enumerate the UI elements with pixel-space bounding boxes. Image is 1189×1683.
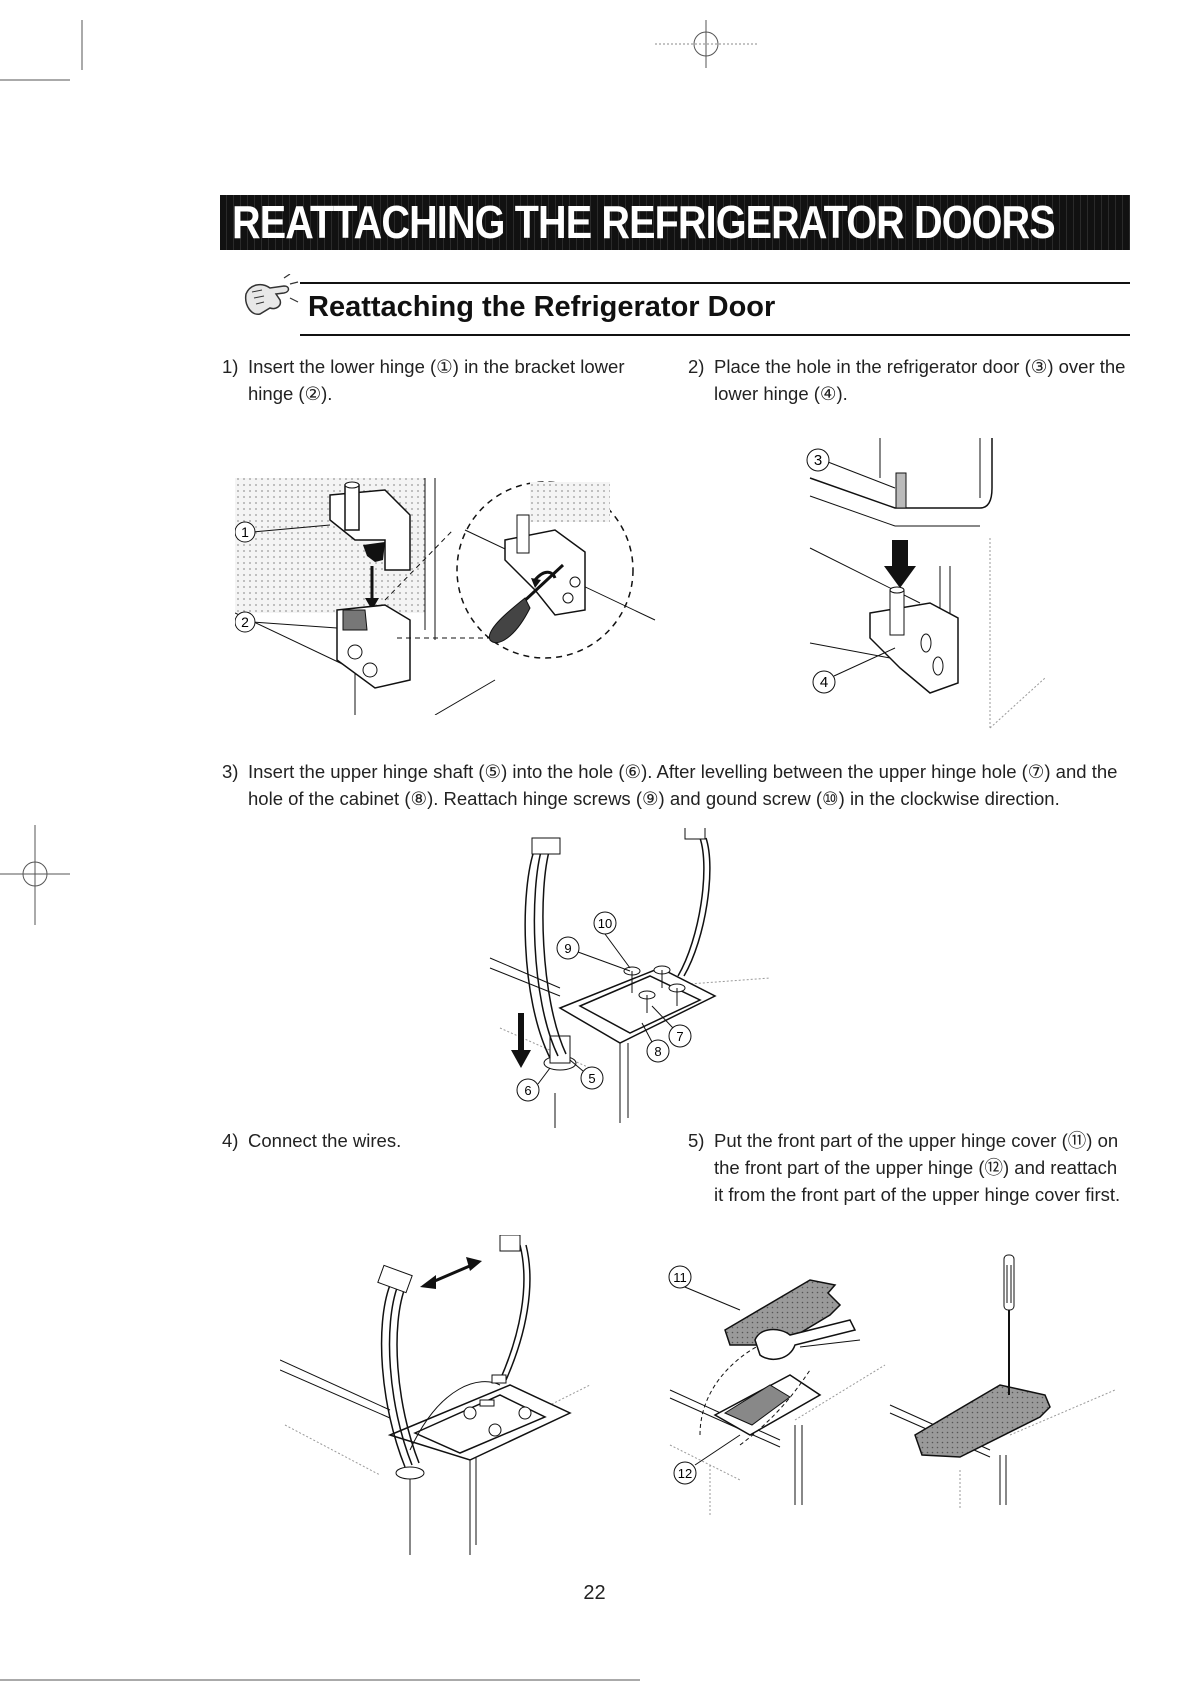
callout-2: 2 (241, 614, 249, 630)
callout-1: 1 (241, 524, 249, 540)
step-3-number: 3) (222, 758, 238, 785)
step-1-text: Insert the lower hinge (①) in the bracke… (248, 353, 652, 407)
section-title: Reattaching the Refrigerator Door (308, 291, 775, 324)
figure-lower-hinge-insert: 1 2 (235, 470, 670, 715)
figure-hinge-cover: 11 12 (660, 1235, 1120, 1535)
callout-8: 8 (654, 1044, 661, 1059)
figure-upper-hinge: 10 9 7 8 5 6 (480, 828, 780, 1128)
step-5-text: Put the front part of the upper hinge co… (714, 1127, 1128, 1208)
step-5: 5) Put the front part of the upper hinge… (688, 1127, 1128, 1208)
step-3-text: Insert the upper hinge shaft (⑤) into th… (248, 758, 1127, 812)
step-2: 2) Place the hole in the refrigerator do… (688, 353, 1128, 407)
step-4-text: Connect the wires. (248, 1127, 622, 1154)
callout-9: 9 (564, 941, 571, 956)
page-number: 22 (0, 1582, 1189, 1605)
callout-6: 6 (524, 1083, 531, 1098)
section-rule-top (300, 282, 1130, 284)
callout-3: 3 (814, 452, 822, 469)
step-4-number: 4) (222, 1127, 238, 1154)
callout-10: 10 (598, 916, 612, 931)
callout-4: 4 (820, 674, 828, 691)
hand-pointer-icon (240, 274, 300, 324)
banner-title: REATTACHING THE REFRIGERATOR DOORS (232, 197, 1055, 247)
callout-5: 5 (588, 1071, 595, 1086)
section-rule-bottom (300, 334, 1130, 336)
step-2-text: Place the hole in the refrigerator door … (714, 353, 1128, 407)
step-3: 3) Insert the upper hinge shaft (⑤) into… (222, 758, 1127, 812)
step-2-number: 2) (688, 353, 704, 380)
step-5-number: 5) (688, 1127, 704, 1154)
figure-door-over-hinge: 3 4 (800, 438, 1050, 738)
callout-7: 7 (676, 1029, 683, 1044)
title-banner: REATTACHING THE REFRIGERATOR DOORS (220, 195, 1130, 250)
figure-connect-wires (280, 1235, 600, 1555)
callout-12: 12 (678, 1466, 692, 1481)
step-4: 4) Connect the wires. (222, 1127, 622, 1154)
step-1: 1) Insert the lower hinge (①) in the bra… (222, 353, 652, 407)
step-1-number: 1) (222, 353, 238, 380)
callout-11: 11 (673, 1270, 687, 1285)
